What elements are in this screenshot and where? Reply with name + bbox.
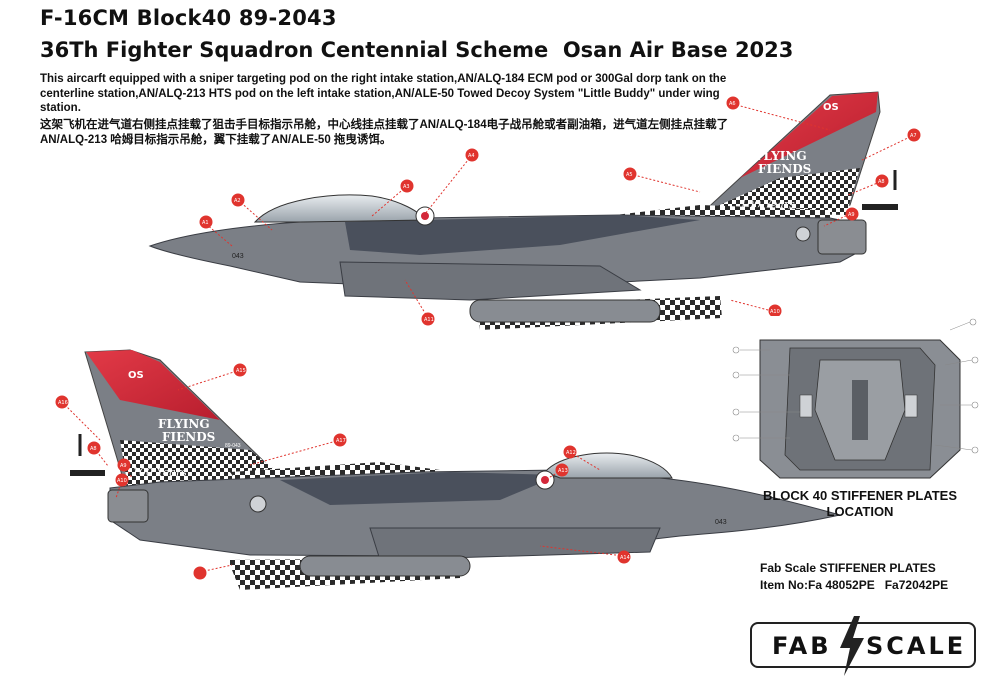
lightning-icon [840,616,864,676]
description-english: This aircarft equipped with a sniper tar… [40,73,727,114]
svg-text:A3: A3 [403,184,410,190]
callouts-top [199,96,921,326]
svg-text:A9: A9 [848,212,855,218]
tail-text-top-2: FIENDS [758,162,811,176]
svg-text:A6: A6 [729,101,736,107]
stiffener-plates-diagram [728,316,979,482]
svg-text:A11: A11 [424,317,434,323]
tail-text-top-1: FLYING [755,149,807,163]
svg-text:A9: A9 [120,463,127,469]
svg-text:A2: A2 [234,198,241,204]
aircraft-bottom-view-right: OS FLYING FIENDS 100 Years 043 89-043 [70,349,841,590]
tail-code-top: OS [823,102,839,113]
svg-text:A1: A1 [202,220,209,226]
svg-text:A13: A13 [558,468,568,474]
svg-text:A10: A10 [770,309,780,315]
fab-scale-logo: FAB SCALE [750,616,976,676]
tail-years-bottom: 100 Years [132,466,187,479]
svg-text:A16: A16 [58,400,68,406]
tail-serial-bottom: 89-043 [225,443,241,449]
nose-number-bottom: 043 [715,519,727,526]
svg-text:A10: A10 [117,478,127,484]
svg-text:A8: A8 [90,446,97,452]
stiffener-label: BLOCK 40 STIFFENER PLATES LOCATION [760,488,960,520]
description-chinese: 这架飞机在进气道右侧挂点挂载了狙击手目标指示吊舱，中心线挂点挂载了AN/ALQ-… [40,119,729,146]
stiffener-label-line2: LOCATION [826,504,894,519]
svg-text:A5: A5 [626,172,633,178]
product-item-number: Item No:Fa 48052PE Fa72042PE [760,578,949,592]
logo-text-left: FAB [772,632,832,660]
svg-text:A12: A12 [566,450,576,456]
callout-labels-top: A1 A2 A3 A4 A5 A6 A7 A8 A9 A10 A11 [202,101,917,323]
tail-code-bottom: OS [128,370,144,381]
nose-number-top: 043 [232,253,244,260]
stiffener-label-line1: BLOCK 40 STIFFENER PLATES [762,488,958,503]
svg-text:A7: A7 [910,133,917,139]
svg-text:A14: A14 [620,555,630,561]
svg-text:A15: A15 [236,368,246,374]
svg-text:A8: A8 [878,179,885,185]
page-title: F-16CM Block40 89-2043 [40,6,337,30]
svg-text:A17: A17 [336,438,346,444]
svg-text:A4: A4 [468,153,475,159]
tail-text-bottom-1: FLYING [158,417,210,431]
product-name: Fab Scale STIFFENER PLATES [760,561,936,575]
callouts-bottom [55,363,631,580]
page-subtitle: 36Th Fighter Squadron Centennial Scheme … [40,38,794,62]
aircraft-top-view-left: OS FLYING FIENDS 100 Years 043 [148,91,898,330]
callout-labels-bottom: A15 A16 A8 A9 A10 A17 A12 A13 A14 [58,368,630,561]
tail-text-bottom-2: FIENDS [162,430,215,444]
logo-text-right: SCALE [866,632,967,660]
